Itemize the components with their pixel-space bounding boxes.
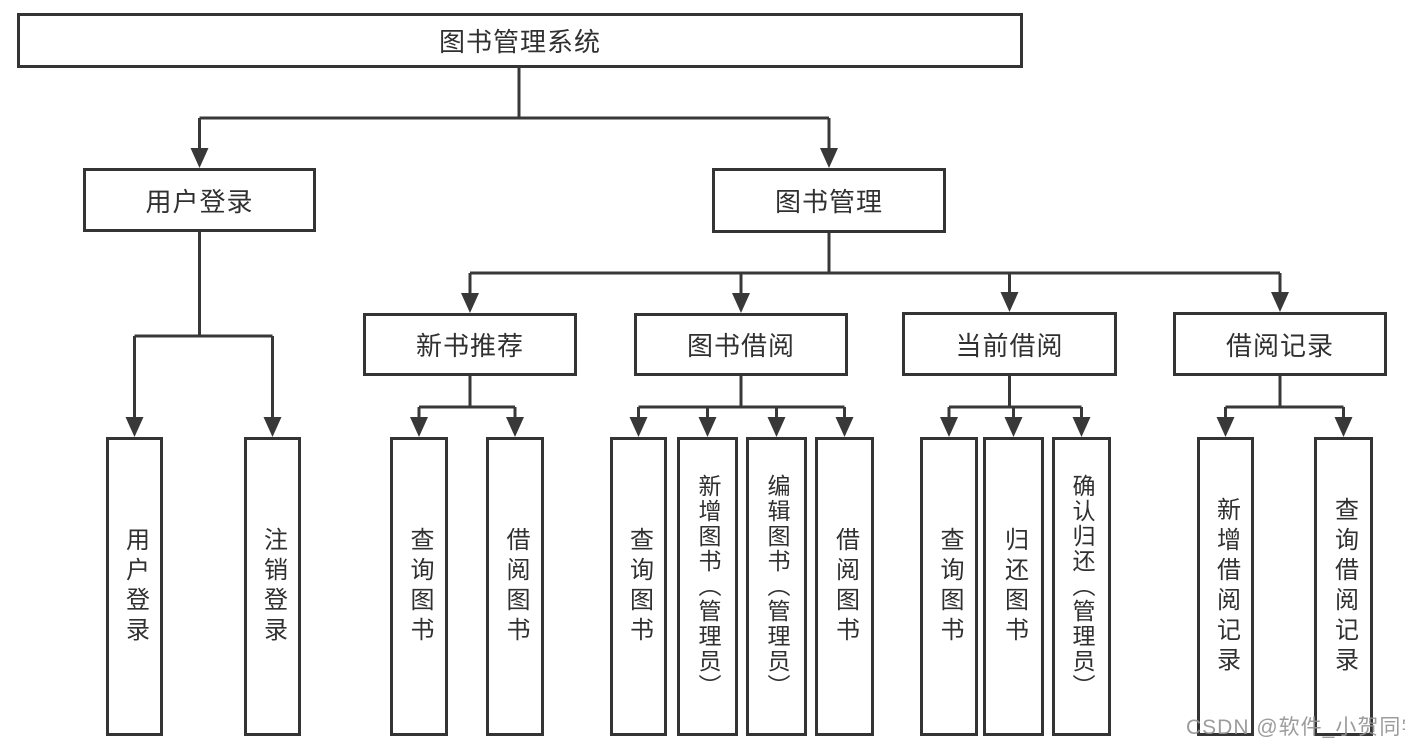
leaf-confirm-return-admin-label: 确认归还（管理员）	[1069, 474, 1095, 699]
node-root-label: 图书管理系统	[438, 27, 601, 57]
leaf-query-books-recommend-label: 查询图书	[406, 526, 433, 647]
leaf-logout: 注销登录	[244, 437, 301, 736]
leaf-query-borrow-record: 查询借阅记录	[1314, 437, 1373, 736]
leaf-confirm-return-admin: 确认归还（管理员）	[1052, 437, 1111, 736]
leaf-edit-book-admin: 编辑图书（管理员）	[746, 437, 807, 736]
node-book-management: 图书管理	[712, 168, 946, 233]
leaf-return-book: 归还图书	[983, 437, 1044, 736]
node-user-login: 用户登录	[83, 168, 316, 232]
node-book-borrow: 图书借阅	[634, 313, 848, 376]
leaf-query-books-borrow-label: 查询图书	[625, 526, 653, 647]
leaf-borrow-books-borrow-label: 借阅图书	[831, 526, 859, 647]
node-borrow-records-label: 借阅记录	[1225, 330, 1334, 361]
node-new-book-recommend-label: 新书推荐	[415, 331, 524, 361]
leaf-user-login-label: 用户登录	[121, 526, 149, 647]
leaf-query-books-current: 查询图书	[920, 437, 978, 736]
leaf-add-book-admin: 新增图书（管理员）	[677, 437, 738, 736]
node-new-book-recommend: 新书推荐	[363, 313, 577, 376]
node-book-management-label: 图书管理	[774, 187, 883, 217]
node-borrow-records: 借阅记录	[1173, 312, 1387, 376]
leaf-borrow-books-recommend-label: 借阅图书	[502, 526, 529, 647]
leaf-add-borrow-record-label: 新增借阅记录	[1212, 496, 1240, 677]
leaf-logout-label: 注销登录	[259, 526, 287, 647]
node-user-login-label: 用户登录	[145, 186, 254, 217]
leaf-user-login: 用户登录	[106, 437, 163, 736]
node-book-borrow-label: 图书借阅	[686, 331, 795, 361]
node-current-borrow-label: 当前借阅	[955, 330, 1064, 361]
leaf-borrow-books-borrow: 借阅图书	[815, 437, 874, 736]
node-current-borrow: 当前借阅	[902, 312, 1117, 376]
leaf-query-books-current-label: 查询图书	[936, 526, 963, 647]
leaf-borrow-books-recommend: 借阅图书	[486, 437, 544, 736]
leaf-add-borrow-record: 新增借阅记录	[1197, 437, 1254, 736]
csdn-watermark: CSDN @软件_小贺同学	[1186, 716, 1405, 739]
leaf-edit-book-admin-label: 编辑图书（管理员）	[764, 474, 790, 699]
leaf-query-books-recommend: 查询图书	[390, 437, 448, 736]
leaf-add-book-admin-label: 新增图书（管理员）	[695, 474, 721, 699]
leaf-query-books-borrow: 查询图书	[610, 437, 667, 736]
node-root-system: 图书管理系统	[17, 13, 1023, 68]
leaf-return-book-label: 归还图书	[1000, 526, 1028, 647]
leaf-query-borrow-record-label: 查询借阅记录	[1330, 496, 1358, 677]
